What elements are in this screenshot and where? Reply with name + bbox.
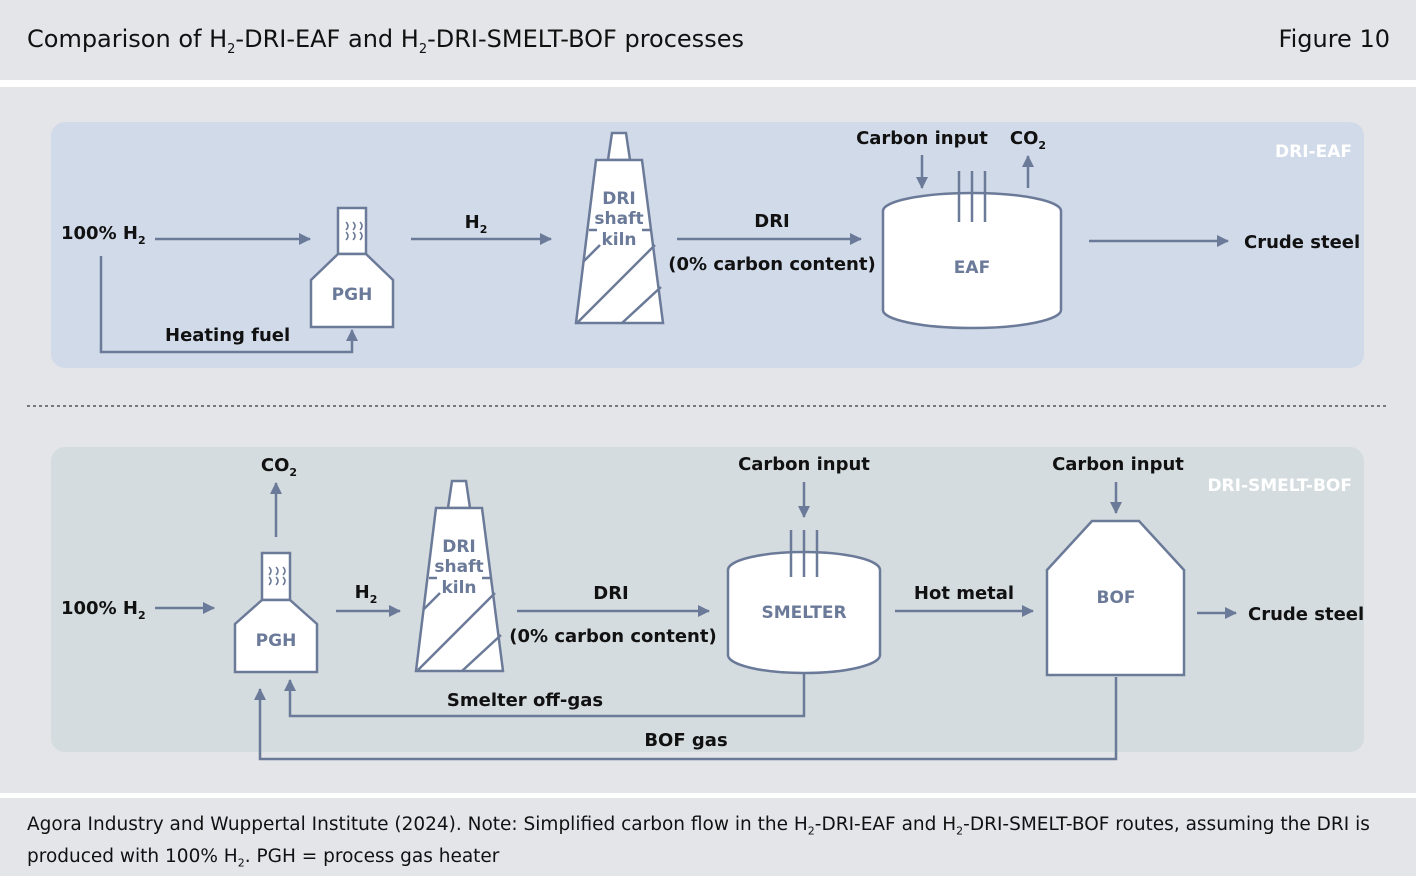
bottom-kiln-label-2: shaft [434, 557, 483, 577]
heat-waves-icon [268, 566, 286, 586]
bof-gas-label: BOF gas [644, 730, 727, 751]
dri-smelt-bof-tag: DRI-SMELT-BOF [1207, 476, 1352, 496]
bottom-crude-steel-label: Crude steel [1248, 604, 1364, 625]
bottom-dri-note: (0% carbon content) [509, 626, 716, 647]
top-dri-note: (0% carbon content) [668, 254, 875, 275]
eaf-unit [881, 171, 1063, 330]
smelter-offgas-label: Smelter off-gas [447, 690, 603, 711]
bottom-pgh-label: PGH [256, 631, 297, 651]
eaf-label: EAF [954, 258, 990, 278]
top-shaft-kiln [574, 131, 665, 325]
bottom-shaft-kiln [414, 479, 505, 673]
header-separator [0, 80, 1416, 87]
dri-smelt-bof-panel [51, 447, 1364, 752]
smelter-label: SMELTER [761, 603, 846, 623]
bof-label: BOF [1096, 588, 1135, 608]
header-bar: Comparison of H2-DRI-EAF and H2-DRI-SMEL… [0, 0, 1416, 80]
bottom-dri-label: DRI [593, 583, 629, 604]
diagram-area: DRI-EAF 100% H2 PGH Heating fuel H2 DRI … [0, 87, 1416, 793]
heat-waves-icon [345, 221, 363, 241]
hot-metal-label: Hot metal [914, 583, 1014, 604]
bottom-kiln-label-1: DRI [442, 537, 476, 557]
smelter-unit [726, 530, 882, 675]
top-crude-steel-label: Crude steel [1244, 232, 1360, 253]
bottom-h2-label: H2 [355, 582, 378, 606]
process-diagram: DRI-EAF 100% H2 PGH Heating fuel H2 DRI … [27, 122, 1388, 761]
bottom-kiln-label-3: kiln [441, 578, 476, 598]
bottom-co2-label: CO2 [261, 455, 297, 479]
smelter-carbon-input-label: Carbon input [738, 454, 870, 475]
bof-gas-arrow [254, 677, 1118, 761]
top-carbon-input-label: Carbon input [856, 128, 988, 149]
footer-separator [0, 793, 1416, 798]
bof-unit [1045, 519, 1186, 677]
top-co2-label: CO2 [1010, 128, 1046, 152]
source-note: Agora Industry and Wuppertal Institute (… [27, 814, 1370, 870]
top-h2-label: H2 [465, 212, 488, 236]
top-input-label: 100% H2 [61, 223, 146, 247]
bottom-input-label: 100% H2 [61, 598, 146, 622]
top-pgh-unit [309, 206, 395, 329]
top-kiln-label-2: shaft [594, 209, 643, 229]
footer-bar: Agora Industry and Wuppertal Institute (… [0, 798, 1416, 876]
figure-title: Comparison of H2-DRI-EAF and H2-DRI-SMEL… [27, 25, 744, 57]
bof-carbon-input-label: Carbon input [1052, 454, 1184, 475]
top-kiln-label-1: DRI [602, 189, 636, 209]
top-pgh-label: PGH [332, 285, 373, 305]
dri-eaf-tag: DRI-EAF [1275, 142, 1352, 162]
bottom-pgh-unit [233, 551, 319, 674]
heating-fuel-label: Heating fuel [165, 325, 290, 346]
figure-number: Figure 10 [1278, 25, 1390, 53]
smelter-offgas-arrow [284, 673, 806, 718]
top-kiln-label-3: kiln [601, 230, 636, 250]
top-dri-label: DRI [754, 211, 790, 232]
heating-fuel-arrow [99, 256, 358, 354]
